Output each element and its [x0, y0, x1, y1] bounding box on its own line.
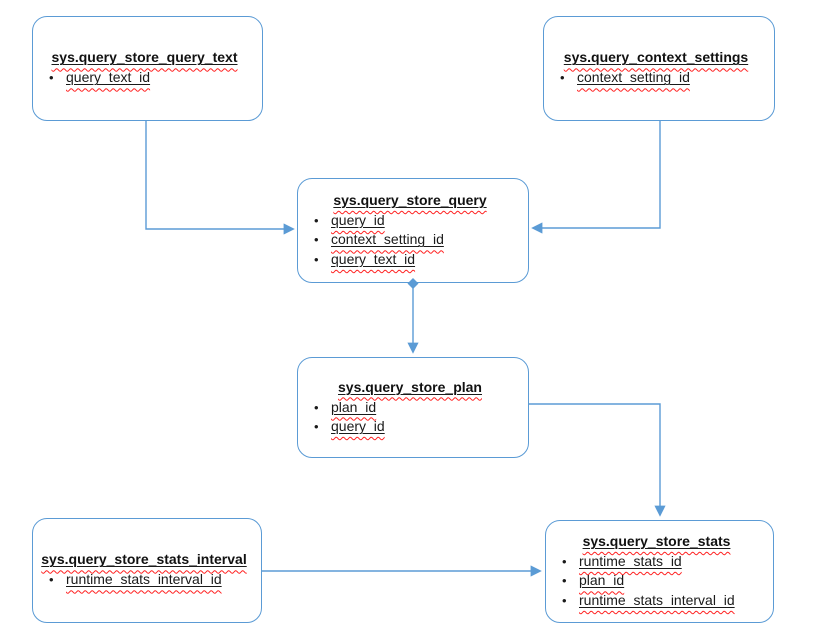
- column-item: runtime_stats_interval_id: [33, 570, 255, 590]
- table-box-query-store-stats-interval: sys.query_store_stats_interval runtime_s…: [32, 518, 262, 623]
- column-item: runtime_stats_id: [546, 552, 767, 572]
- connector-context-settings-to-query: [531, 121, 661, 234]
- connector-plan-to-stats: [529, 403, 666, 517]
- table-title: sys.query_context_settings: [563, 49, 749, 66]
- table-title: sys.query_store_query: [333, 191, 487, 208]
- column-item: context_setting_id: [298, 230, 522, 250]
- column-list: plan_id query_id: [298, 398, 522, 437]
- table-title: sys.query_store_stats_interval: [41, 551, 247, 568]
- table-title: sys.query_store_plan: [338, 378, 482, 395]
- column-item: query_text_id: [298, 250, 522, 270]
- column-item: plan_id: [298, 398, 522, 418]
- table-box-query-store-plan: sys.query_store_plan plan_id query_id: [297, 357, 529, 458]
- column-list: runtime_stats_interval_id: [33, 570, 255, 590]
- column-list: runtime_stats_id plan_id runtime_stats_i…: [546, 552, 767, 611]
- column-item: plan_id: [546, 571, 767, 591]
- column-item: context_setting_id: [544, 68, 768, 88]
- table-title: sys.query_store_query_text: [51, 49, 238, 66]
- table-box-query-context-settings: sys.query_context_settings context_setti…: [543, 16, 775, 121]
- table-box-query-store-stats: sys.query_store_stats runtime_stats_id p…: [545, 520, 774, 623]
- table-box-query-store-query: sys.query_store_query query_id context_s…: [297, 178, 529, 283]
- column-list: query_id context_setting_id query_text_i…: [298, 211, 522, 270]
- table-title: sys.query_store_stats: [582, 532, 731, 549]
- column-item: query_text_id: [33, 68, 256, 88]
- column-list: query_text_id: [33, 68, 256, 88]
- table-box-query-store-query-text: sys.query_store_query_text query_text_id: [32, 16, 263, 121]
- column-item: query_id: [298, 211, 522, 231]
- column-list: context_setting_id: [544, 68, 768, 88]
- connector-query-text-to-query: [145, 121, 295, 235]
- column-item: query_id: [298, 417, 522, 437]
- column-item: runtime_stats_interval_id: [546, 591, 767, 611]
